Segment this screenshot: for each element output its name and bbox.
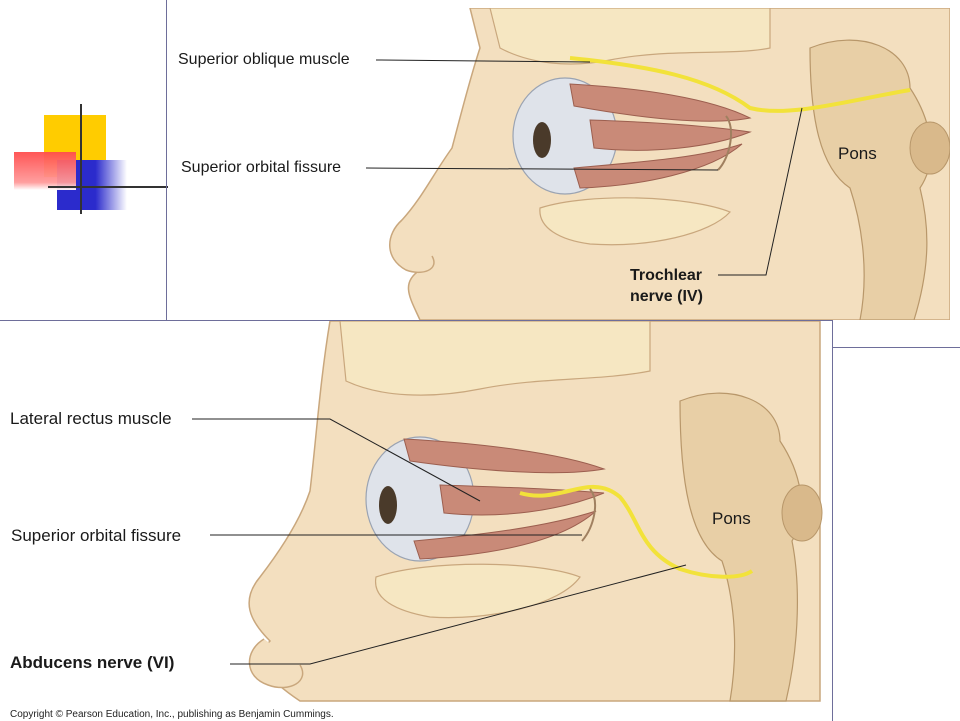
label-superior-oblique-muscle: Superior oblique muscle (178, 51, 350, 68)
label-abducens-nerve: Abducens nerve (VI) (10, 653, 175, 672)
slide-divider-horizontal (830, 347, 960, 348)
ornament-red-square (14, 152, 76, 190)
diagram-abducens-panel: Pons Lateral rectus muscle Superior orbi… (0, 320, 833, 721)
ornament-horizontal-line (48, 186, 168, 188)
diagram-trochlear-panel: Pons (170, 8, 950, 320)
copyright-text: Copyright © Pearson Education, Inc., pub… (10, 709, 334, 720)
label-lateral-rectus-muscle: Lateral rectus muscle (10, 409, 172, 428)
abducens-illustration (192, 321, 823, 702)
slide-divider-vertical (166, 0, 167, 320)
label-pons-bottom: Pons (712, 509, 751, 528)
label-pons-top: Pons (838, 144, 877, 163)
trochlear-illustration (365, 8, 950, 320)
label-trochlear-line2: nerve (IV) (630, 288, 703, 305)
label-superior-orbital-fissure-bottom: Superior orbital fissure (11, 526, 182, 545)
label-trochlear-line1: Trochlear (630, 267, 703, 284)
ornament-vertical-line (80, 104, 82, 214)
label-superior-orbital-fissure-top: Superior orbital fissure (181, 159, 342, 176)
slide-ornament (0, 0, 170, 320)
